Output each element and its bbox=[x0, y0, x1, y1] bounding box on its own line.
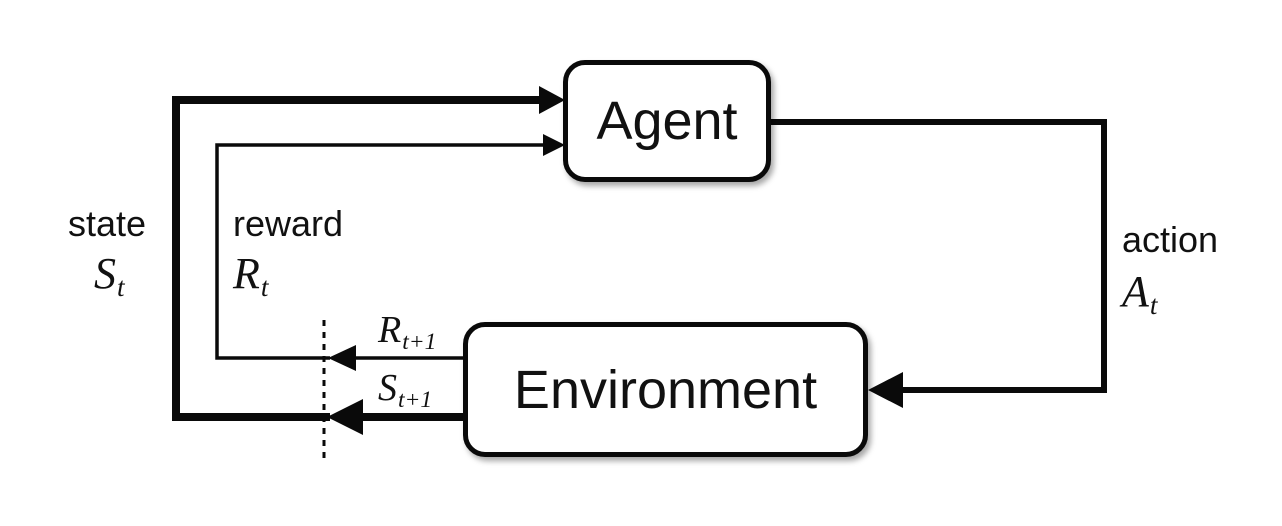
next-state-symbol-subscript: t+1 bbox=[398, 386, 433, 413]
action-symbol-subscript: t bbox=[1149, 289, 1158, 320]
action-symbol: At bbox=[1122, 266, 1157, 321]
next-state-symbol-letter: S bbox=[378, 367, 397, 409]
action-symbol-letter: A bbox=[1122, 267, 1149, 316]
reward-symbol-subscript: t bbox=[260, 271, 269, 302]
reward-arrow bbox=[215, 134, 565, 371]
reward-symbol: Rt bbox=[233, 248, 268, 303]
state-symbol-letter: S bbox=[94, 249, 116, 298]
environment-node-label: Environment bbox=[513, 359, 818, 420]
environment-node: Environment bbox=[463, 322, 868, 457]
next-state-symbol: St+1 bbox=[378, 366, 432, 414]
action-label: action bbox=[1122, 219, 1219, 260]
next-reward-symbol: Rt+1 bbox=[378, 308, 436, 356]
next-reward-symbol-subscript: t+1 bbox=[402, 328, 437, 355]
state-label: state bbox=[68, 203, 147, 244]
action-arrow bbox=[770, 119, 1107, 408]
state-symbol-subscript: t bbox=[117, 271, 125, 302]
next-reward-symbol-letter: R bbox=[378, 309, 402, 351]
agent-node: Agent bbox=[563, 60, 771, 182]
agent-node-label: Agent bbox=[596, 91, 738, 151]
state-arrow bbox=[172, 86, 565, 435]
reward-label: reward bbox=[233, 203, 344, 244]
state-symbol: St bbox=[94, 248, 125, 303]
reward-symbol-letter: R bbox=[233, 249, 260, 298]
